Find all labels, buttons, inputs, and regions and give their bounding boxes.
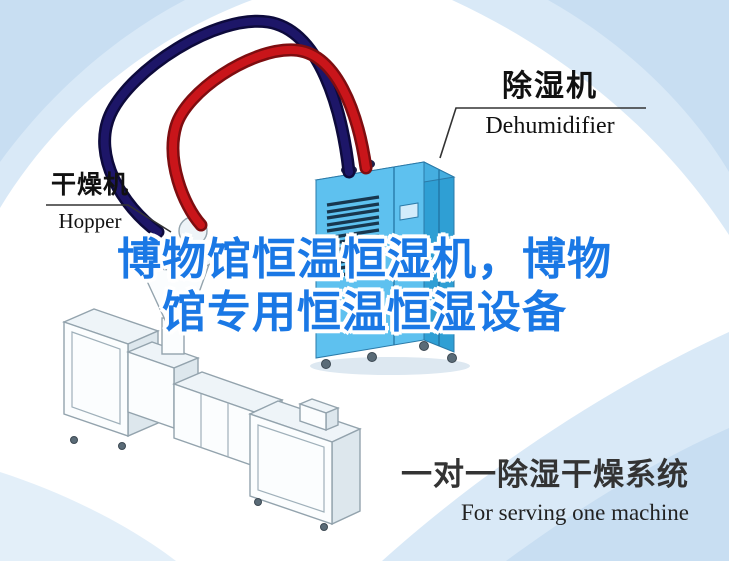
dehumidifier-label-zh: 除湿机 (502, 69, 598, 104)
headline: 博物馆恒温恒湿机，博物 馆专用恒温恒湿设备 (0, 233, 729, 339)
hopper-leader-line (46, 204, 172, 233)
dehumidifier-leader-line (439, 107, 646, 159)
extruder-right-cabinet-front (249, 413, 333, 525)
extruder-machine-illustration (62, 308, 362, 531)
footer-subtitle-en: For serving one machine (460, 500, 689, 525)
dehumidifier-vent-grille (326, 195, 380, 279)
dryer-label-zh: 干燥机 (50, 170, 129, 199)
hopper-dryer-illustration (138, 207, 214, 355)
dehumidifier-label: 除湿机 Dehumidifier (450, 70, 650, 140)
headline-line-2: 馆专用恒温恒湿设备 (162, 287, 567, 338)
dryer-label: 干燥机 Hopper (42, 170, 138, 234)
extruder-right-door (257, 424, 325, 513)
footer-caption: 一对一除湿干燥系统 For serving one machine (401, 449, 689, 526)
navy-hose (98, 14, 356, 239)
extruder-left-door (71, 331, 121, 425)
footer-title-zh: 一对一除湿干燥系统 (401, 457, 689, 493)
dehumidifier-label-en: Dehumidifier (485, 113, 615, 139)
dryer-label-en: Hopper (58, 209, 122, 233)
red-hose (166, 43, 373, 232)
extruder-right-cabinet-side (331, 427, 361, 526)
dehumidifier-shadow (310, 357, 470, 375)
dehumidifier-illustration (310, 159, 470, 375)
headline-line-1: 博物馆恒温恒湿机，博物 (117, 234, 612, 285)
dehumidifier-display (399, 202, 419, 221)
extruder-left-cabinet-front (63, 321, 129, 437)
